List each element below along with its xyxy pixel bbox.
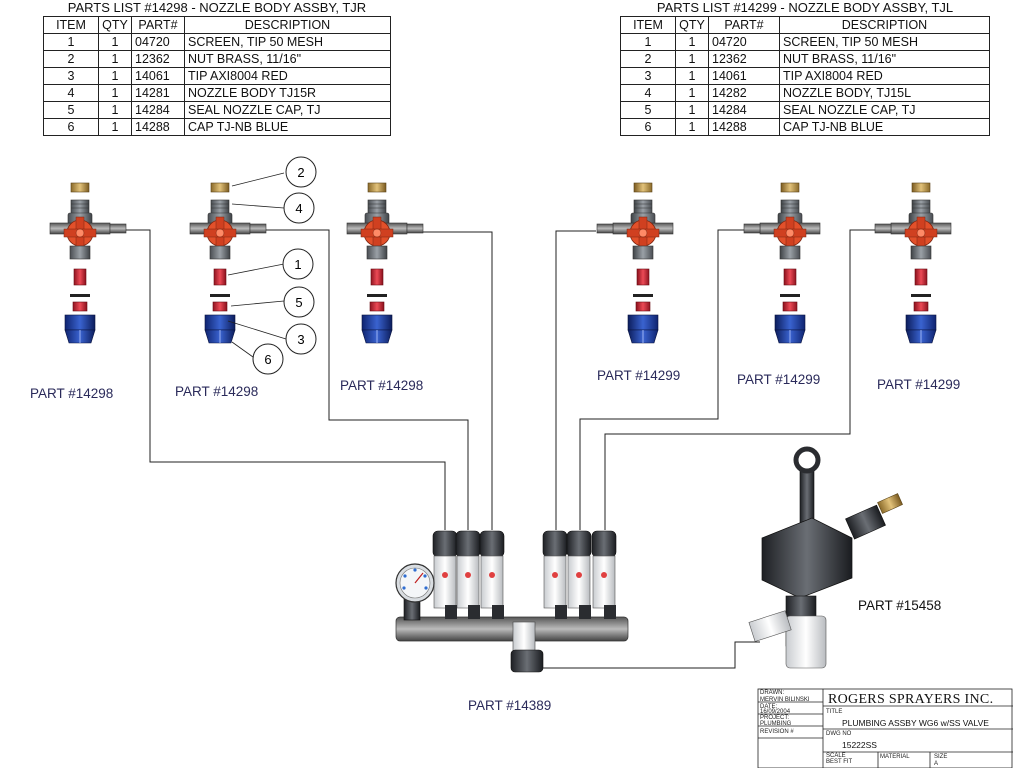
nozzle-assembly-3 [346,182,424,344]
nozzle-assembly-5 [743,182,821,344]
balloon-5: 5 [283,286,315,318]
title-label: TITLE [826,709,843,715]
balloon-label: 2 [297,165,304,180]
part-label-manifold: PART #14389 [468,698,552,713]
drawing-title: PLUMBING ASSBY WG6 w/SS VALVE [842,718,989,728]
col-qty: QTY [675,16,709,34]
nozzle-assembly-4 [596,182,674,344]
control-valve-15458 [748,446,903,669]
cell-part: 14284 [131,101,185,119]
part-label-nozzle-5: PART #14299 [737,372,821,387]
balloon-label: 6 [264,352,271,367]
col-qty: QTY [98,16,132,34]
material-label: MATERIAL [880,754,910,760]
nozzle-assembly-6 [874,182,952,344]
title-block: DRAWN: MERVIN BILINSKI DATE: 16/09/2004 … [758,689,1013,768]
balloon-4: 4 [283,192,315,224]
cell-part: 14288 [708,118,780,136]
dwg-number: 15222SS [842,740,877,750]
balloon-1: 1 [282,248,314,280]
part-label-nozzle-4: PART #14299 [597,368,681,383]
balloon-label: 5 [295,295,302,310]
drawn-by: MERVIN BILINSKI [760,697,810,703]
part-label-nozzle-6: PART #14299 [877,377,961,392]
part-label-valve: PART #15458 [858,598,942,613]
cell-description: TIP AXI8004 RED [779,67,990,85]
scale-label: SCALE [826,753,846,759]
part-label-nozzle-2: PART #14298 [175,384,259,399]
col-part: PART# [708,16,780,34]
cell-description: CAP TJ-NB BLUE [779,118,990,136]
project-value: PLUMBING [760,721,792,727]
balloon-6: 6 [252,343,284,375]
balloon-label: 1 [294,257,301,272]
balloon-label: 3 [297,332,304,347]
nozzle-assembly-2 [189,182,267,344]
cell-description: SCREEN, TIP 50 MESH [184,33,391,51]
balloon-3: 3 [285,323,317,355]
dwg-label: DWG NO [826,731,852,737]
project-label: PROJECT: [760,715,790,721]
hose-lines [125,229,876,669]
title-block-frame [757,688,1013,768]
cell-description: CAP TJ-NB BLUE [184,118,391,136]
parts-list-title: PARTS LIST #14298 - NOZZLE BODY ASSBY, T… [43,0,391,17]
col-description: DESCRIPTION [184,16,391,34]
company-name: ROGERS SPRAYERS INC. [828,692,994,707]
manifold-assembly [395,530,629,673]
date-label: DATE: [760,704,778,710]
cell-description: NOZZLE BODY, TJ15L [779,84,990,102]
scale-value: BEST FIT [826,759,853,765]
part-label-nozzle-3: PART #14298 [340,378,424,393]
parts-list-14298: PARTS LIST #14298 - NOZZLE BODY ASSBY, T… [43,0,391,136]
size-label: SIZE [934,754,948,760]
cell-description: TIP AXI8004 RED [184,67,391,85]
parts-list-14299: PARTS LIST #14299 - NOZZLE BODY ASSBY, T… [620,0,990,136]
cell-item: 6 [620,118,676,136]
drawn-label: DRAWN: [760,690,785,696]
balloon-2: 2 [285,156,317,188]
balloon-leaders [227,172,287,358]
cell-part: 04720 [131,33,185,51]
date-value: 16/09/2004 [760,709,791,715]
balloon-label: 4 [295,201,302,216]
part-label-nozzle-1: PART #14298 [30,386,114,401]
revision-label: REVISION # [760,729,794,735]
nozzle-assembly-1 [49,182,127,344]
cell-part: 12362 [708,50,780,68]
cell-part: 14284 [708,101,780,119]
size-value: A [934,761,939,767]
